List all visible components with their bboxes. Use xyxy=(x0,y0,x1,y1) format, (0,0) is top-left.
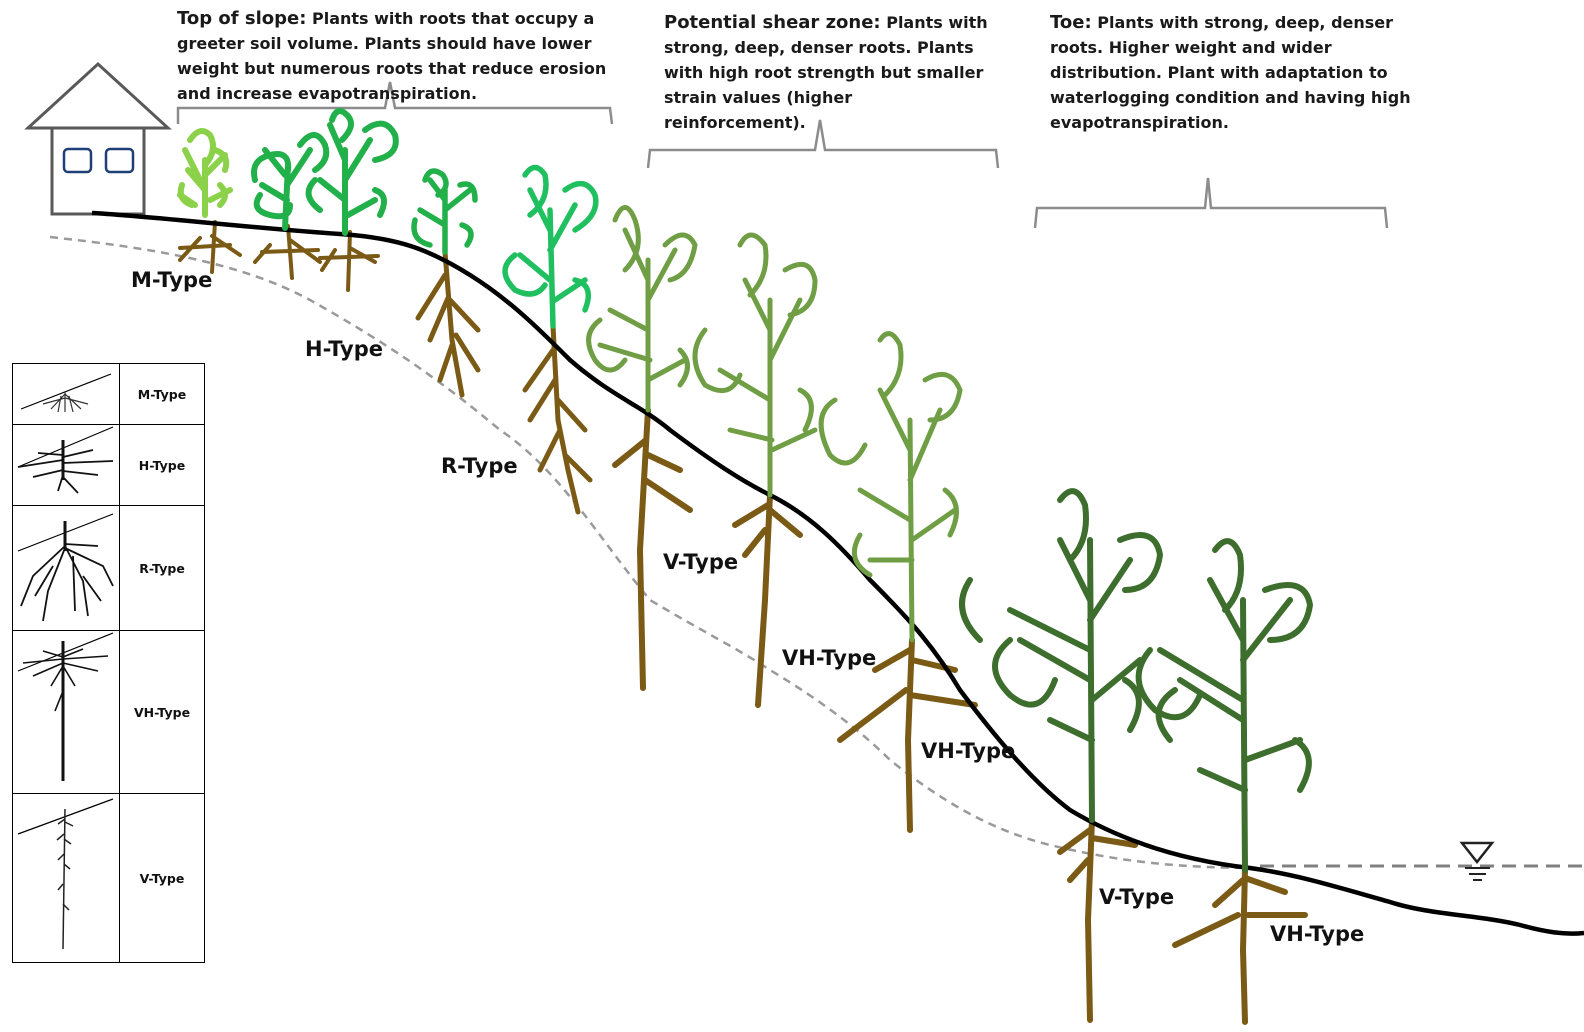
legend-r-type: R-Type xyxy=(120,506,205,631)
legend-vh-type: VH-Type xyxy=(120,631,205,794)
label-vh-type-1: VH-Type xyxy=(782,646,876,670)
legend-m-type: M-Type xyxy=(120,364,205,425)
zone-toe-title: Toe: xyxy=(1050,12,1092,33)
label-r-type: R-Type xyxy=(441,454,518,478)
zone-shear-text: Potential shear zone: Plants with strong… xyxy=(664,10,994,135)
legend-h-type: H-Type xyxy=(120,425,205,506)
legend-v-type-root-icon xyxy=(13,794,120,963)
label-v-type-1: V-Type xyxy=(663,550,738,574)
legend-row: V-Type xyxy=(13,794,205,963)
label-v-type-2: V-Type xyxy=(1099,885,1174,909)
zone-toe-text: Toe: Plants with strong, deep, denser ro… xyxy=(1050,10,1440,135)
legend-row: H-Type xyxy=(13,425,205,506)
bracket-toe xyxy=(1035,178,1387,228)
root-type-legend: M-Type H-Type R-Type VH-Type xyxy=(12,363,205,963)
legend-row: R-Type xyxy=(13,506,205,631)
zone-toe-body: Plants with strong, deep, denser roots. … xyxy=(1050,13,1411,132)
water-table-icon xyxy=(1462,843,1492,880)
legend-row: M-Type xyxy=(13,364,205,425)
legend-h-type-root-icon xyxy=(13,425,120,506)
legend-m-type-root-icon xyxy=(13,364,120,425)
house-icon xyxy=(28,64,168,214)
slope-surface-line xyxy=(92,213,1584,934)
legend-v-type: V-Type xyxy=(120,794,205,963)
legend-r-type-root-icon xyxy=(13,506,120,631)
label-h-type: H-Type xyxy=(305,337,383,361)
legend-row: VH-Type xyxy=(13,631,205,794)
label-m-type: M-Type xyxy=(131,268,212,292)
label-vh-type-3: VH-Type xyxy=(1270,922,1364,946)
zone-shear-title: Potential shear zone: xyxy=(664,12,881,33)
zone-top-title: Top of slope: xyxy=(177,8,306,29)
zone-top-text: Top of slope: Plants with roots that occ… xyxy=(177,6,617,106)
label-vh-type-2: VH-Type xyxy=(921,739,1015,763)
plant-icon xyxy=(180,111,1310,870)
legend-vh-type-root-icon xyxy=(13,631,120,794)
